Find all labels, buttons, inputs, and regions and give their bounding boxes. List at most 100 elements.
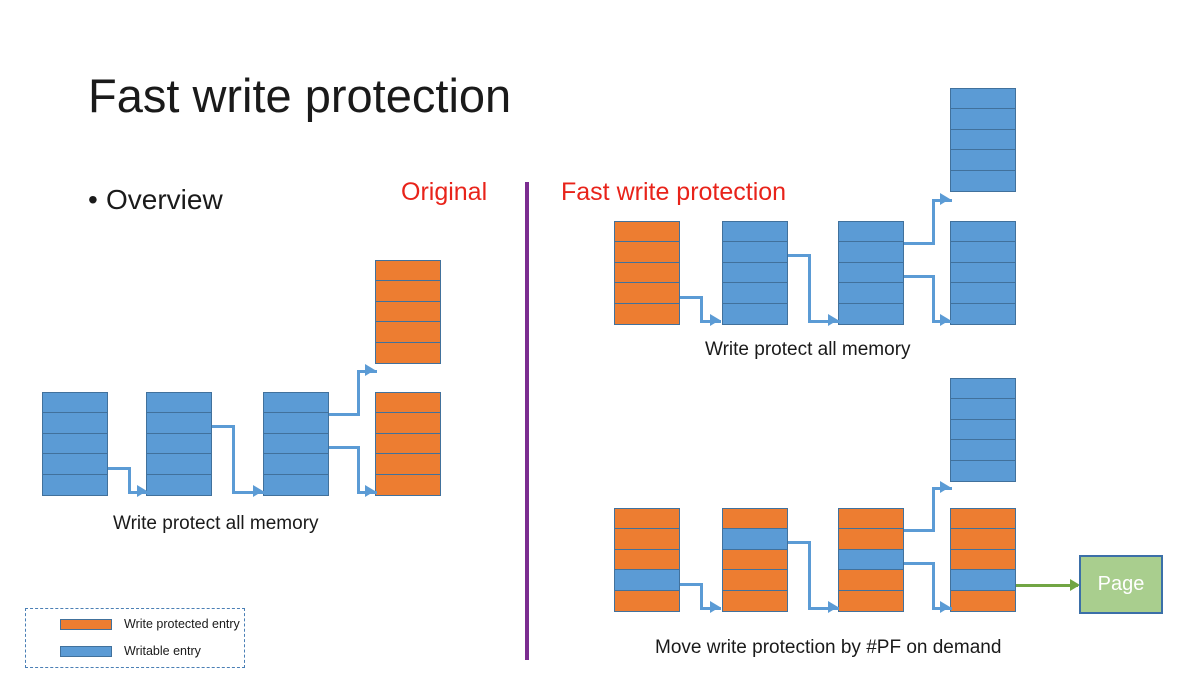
cell-write-protected xyxy=(375,432,441,455)
connector-segment xyxy=(904,562,935,565)
legend-item-write-protected: Write protected entry xyxy=(60,612,244,636)
bullet-overview: •Overview xyxy=(88,184,223,216)
cell-write-protected xyxy=(614,528,680,551)
legend-swatch-writable xyxy=(60,645,112,657)
connector-segment xyxy=(904,242,935,245)
cell-write-protected xyxy=(375,453,441,476)
cell-write-protected xyxy=(722,569,788,592)
table-level1 xyxy=(42,392,108,496)
table-leaf-lower xyxy=(950,221,1016,325)
caption-fast-step1: Write protect all memory xyxy=(705,339,911,360)
cell-writable xyxy=(263,473,329,496)
cell-write-protected xyxy=(722,508,788,530)
connector-segment xyxy=(680,296,703,299)
connector-segment xyxy=(788,541,811,544)
connector-arrow xyxy=(940,193,950,205)
cell-writable xyxy=(950,108,1016,131)
connector-segment xyxy=(904,529,935,532)
cell-write-protected xyxy=(614,302,680,325)
cell-write-protected xyxy=(375,280,441,303)
cell-write-protected xyxy=(375,412,441,435)
cell-writable xyxy=(950,169,1016,192)
legend-item-writable: Writable entry xyxy=(60,639,244,663)
table-level3 xyxy=(263,392,329,496)
connector-segment xyxy=(700,583,703,609)
cell-write-protected xyxy=(838,589,904,612)
cell-writable xyxy=(950,302,1016,325)
cell-writable xyxy=(838,241,904,264)
cell-writable xyxy=(263,412,329,435)
legend-swatch-write-protected xyxy=(60,618,112,630)
connector-segment xyxy=(232,425,235,493)
page-arrow-segment xyxy=(1016,584,1078,587)
cell-write-protected xyxy=(614,241,680,264)
connector-arrow xyxy=(365,364,375,376)
cell-writable xyxy=(950,378,1016,400)
heading-original: Original xyxy=(401,178,488,206)
bullet-label: Overview xyxy=(106,184,223,215)
cell-write-protected xyxy=(838,569,904,592)
cell-writable xyxy=(146,392,212,414)
cell-writable xyxy=(838,221,904,243)
caption-original: Write protect all memory xyxy=(113,513,319,534)
cell-write-protected xyxy=(614,261,680,284)
connector-arrow xyxy=(365,485,375,497)
cell-write-protected xyxy=(838,528,904,551)
table-leaf-upper xyxy=(375,260,441,364)
connector-segment xyxy=(232,491,264,494)
table-level2 xyxy=(146,392,212,496)
connector-segment xyxy=(357,370,360,416)
cell-writable xyxy=(950,282,1016,305)
heading-fast-write-protection: Fast write protection xyxy=(561,178,787,206)
connector-segment xyxy=(108,467,131,470)
connector-arrow xyxy=(137,485,147,497)
caption-fast-step2: Move write protection by #PF on demand xyxy=(655,637,1002,658)
table-level2 xyxy=(722,221,788,325)
connector-segment xyxy=(788,254,811,257)
cell-writable xyxy=(42,392,108,414)
connector-segment xyxy=(808,541,811,610)
connector-arrow xyxy=(940,481,950,493)
cell-writable xyxy=(950,569,1016,592)
cell-writable xyxy=(722,302,788,325)
connector-segment xyxy=(700,296,703,322)
connector-segment xyxy=(932,275,935,323)
cell-write-protected xyxy=(722,589,788,612)
table-level3 xyxy=(838,508,904,612)
cell-writable xyxy=(42,432,108,455)
cell-writable xyxy=(722,282,788,305)
cell-writable xyxy=(614,569,680,592)
connector-segment xyxy=(329,413,360,416)
cell-writable xyxy=(722,241,788,264)
cell-write-protected xyxy=(375,473,441,496)
page-box[interactable]: Page xyxy=(1079,555,1163,614)
table-leaf-upper xyxy=(950,378,1016,482)
connector-segment xyxy=(212,425,235,428)
table-level1 xyxy=(614,508,680,612)
cell-writable xyxy=(146,412,212,435)
cell-write-protected xyxy=(375,321,441,344)
cell-writable xyxy=(263,453,329,476)
connector-arrow xyxy=(710,601,720,613)
table-leaf-lower xyxy=(950,508,1016,612)
cell-write-protected xyxy=(375,260,441,282)
table-level3 xyxy=(838,221,904,325)
cell-writable xyxy=(950,221,1016,243)
cell-writable xyxy=(263,432,329,455)
cell-write-protected xyxy=(375,300,441,323)
cell-writable xyxy=(950,418,1016,441)
cell-write-protected xyxy=(375,392,441,414)
connector-segment xyxy=(329,446,360,449)
cell-writable xyxy=(722,528,788,551)
cell-writable xyxy=(950,149,1016,172)
legend-label: Write protected entry xyxy=(124,617,240,631)
connector-segment xyxy=(808,254,811,323)
cell-write-protected xyxy=(614,589,680,612)
table-leaf-upper xyxy=(950,88,1016,192)
cell-writable xyxy=(950,261,1016,284)
cell-writable xyxy=(950,439,1016,462)
cell-writable xyxy=(42,473,108,496)
cell-write-protected xyxy=(614,282,680,305)
cell-writable xyxy=(950,241,1016,264)
